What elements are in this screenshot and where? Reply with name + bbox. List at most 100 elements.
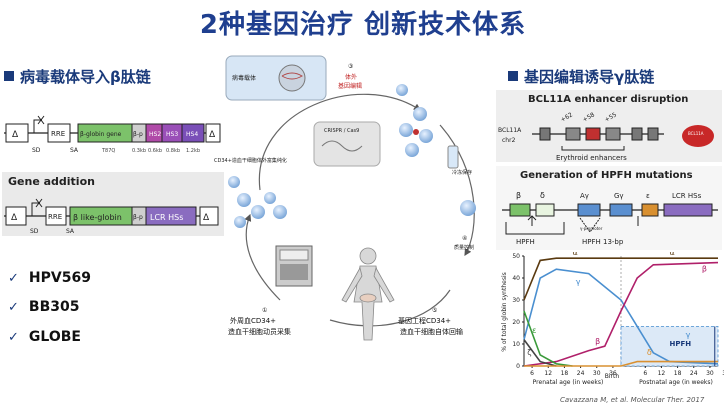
x-tick-label: 18 [674, 370, 682, 377]
right-heading-text: 基因编辑诱导γ肽链 [524, 68, 655, 86]
hpfh-region [620, 326, 719, 367]
delta-left: Δ [12, 130, 19, 140]
heading-bullet [4, 71, 14, 81]
ltr-box-left [5, 123, 29, 143]
series-label: ε [532, 326, 536, 335]
hs3-label: HS3 [166, 131, 178, 138]
left-section-heading: 病毒载体导入β肽链 [4, 66, 151, 87]
list-item: ✓GLOBE [8, 329, 81, 345]
kb1-label: 0.3kb [132, 148, 146, 154]
step3-number: ③ [348, 63, 353, 70]
hpfh-annotation: HPFH [670, 340, 692, 348]
chart-ylabel: % of total globin synthesis [501, 272, 508, 352]
page-title: 2种基因治疗 创新技术体系 [199, 10, 527, 40]
x-tick-label: 18 [561, 370, 569, 377]
x-tick-label: 12 [544, 370, 552, 377]
hpfh-label: HPFH [516, 238, 535, 246]
step5-number: ⑤ [432, 307, 437, 314]
delta-right: Δ [209, 130, 216, 140]
series-label: γ [686, 330, 691, 339]
x-tick-label: 6 [530, 370, 534, 377]
step1-text2: 造血干细胞动员采集 [228, 327, 291, 336]
step4-text: 质量控制 [454, 244, 474, 251]
bcl11a-diagram: BCL11A chr2 +62 +58 +55 Erythroid enhanc… [498, 111, 714, 162]
series-line-γ [523, 268, 719, 365]
hpfh-diagram: β δ Aγ Gγ ε LCR HSs HPFH HPFH 13-bp γ-pr… [502, 191, 718, 246]
x-tick-label: 30 [706, 370, 714, 377]
x-tick-label: 24 [690, 370, 698, 377]
sd-label: SD [32, 147, 41, 154]
series-label: α [670, 252, 675, 257]
ltr-box-right [205, 123, 221, 143]
series-label: β [702, 264, 707, 273]
rre-label-2: RRE [48, 213, 62, 221]
cell-icon [419, 129, 433, 143]
check-icon: ✓ [8, 330, 19, 345]
p55-label: +55 [604, 111, 619, 123]
hpfh-title: Generation of HPFH mutations [520, 170, 693, 181]
p58-label: +58 [582, 111, 597, 123]
xlabel-prenatal: Prenatal age (in weeks) [533, 379, 604, 386]
step3-text1: 体外 [345, 73, 357, 81]
sd-label-2: SD [30, 228, 39, 235]
rre-label: RRE [51, 130, 65, 138]
series-line-α [523, 257, 718, 301]
y-tick-label: 40 [512, 275, 520, 282]
series-line-δ [524, 360, 718, 367]
cell-icon [460, 200, 476, 216]
lcr-label-2: LCR HSs [150, 213, 183, 222]
delta-left-2: Δ [11, 213, 18, 223]
right-section-heading: 基因编辑诱导γ肽链 [508, 66, 654, 87]
x-tick-label: 30 [593, 370, 601, 377]
gene-addition-label: Gene addition [8, 175, 95, 188]
patient-figure-icon [341, 247, 395, 341]
check-icon: ✓ [8, 300, 19, 315]
y-tick-label: 50 [512, 253, 520, 260]
virus-particle-icon [278, 64, 306, 92]
cell-icon [399, 123, 413, 137]
cell-icon [234, 216, 246, 228]
y-tick-label: 0 [516, 363, 520, 370]
erythroid-label: Erythroid enhancers [556, 154, 627, 162]
series-label: α [573, 252, 578, 257]
bp-label: β-p [133, 131, 143, 138]
crispr-label: CRISPR / Cas9 [324, 128, 359, 134]
xlabel-postnatal: Postnatal age (in weeks) [639, 379, 713, 386]
globin-label-2: β like-globin [73, 213, 122, 222]
left-heading-text: 病毒载体导入β肽链 [20, 68, 151, 86]
delta-label: δ [540, 191, 545, 200]
step5-text2: 造血干细胞自体回输 [400, 327, 463, 336]
y-tick-label: 10 [512, 341, 520, 348]
list-item: ✓HPV569 [8, 270, 91, 286]
lentiviral-construct-1: Δ RRE β-globin gene β-p HS2 HS3 HS4 Δ SD… [4, 115, 221, 154]
series-line-ζ [523, 339, 557, 367]
hs4-box [181, 123, 205, 143]
cell-icon [237, 193, 251, 207]
x-tick-label: 12 [658, 370, 666, 377]
check-icon: ✓ [8, 271, 19, 286]
virus-vector-box [225, 55, 327, 101]
xlabel-birth: Birth [605, 373, 620, 380]
list-item: ✓BB305 [8, 299, 80, 315]
series-line-β [523, 261, 719, 367]
beta-label: β [516, 191, 521, 200]
agamma-label: Aγ [580, 192, 589, 200]
freeze-label: 冷冻保存 [452, 169, 472, 176]
step1-number: ① [262, 307, 267, 314]
heading-bullet [508, 71, 518, 81]
bcl-gene-label: BCL11A [498, 127, 522, 134]
p62-label: +62 [560, 111, 575, 123]
chr-label: chr2 [502, 137, 516, 144]
cell-icon [251, 205, 265, 219]
step3-text2: 基因编辑 [338, 82, 362, 90]
hs4-label: HS4 [186, 131, 198, 138]
rre-box [47, 123, 71, 143]
ypromoter-label: γ-promoter [580, 226, 603, 231]
citation: Cavazzana M, et al. Molecular Ther. 2017 [560, 396, 705, 404]
kb2-label: 0.6kb [148, 148, 162, 154]
therapy-cycle-diagram: 病毒载体 CRISPR / Cas9 ③ 体外 基因编辑 冷冻保存 ④ 质量控制… [214, 55, 476, 341]
cell-icon [273, 205, 287, 219]
bp-label-2: β-p [133, 214, 143, 221]
y-tick-label: 30 [512, 297, 520, 304]
